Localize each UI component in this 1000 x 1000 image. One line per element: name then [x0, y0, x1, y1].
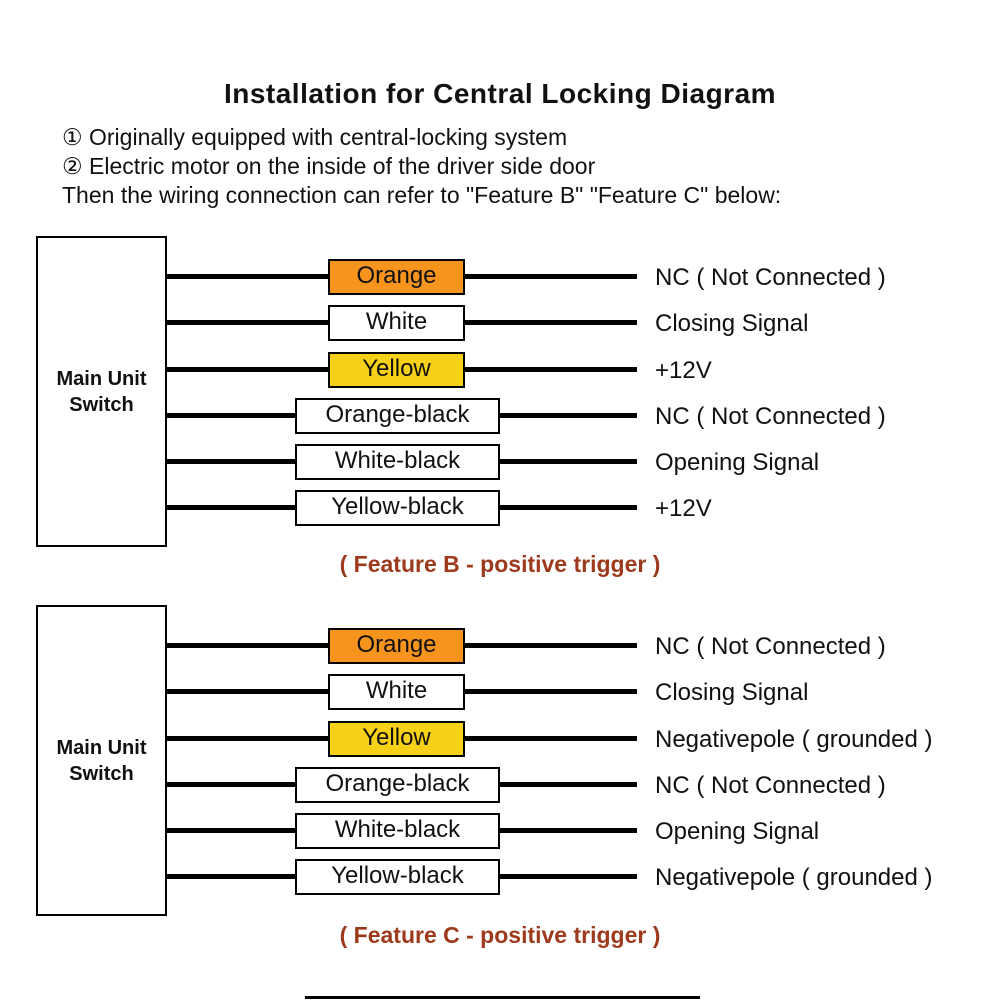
wire-line-left	[166, 413, 296, 418]
main-unit-label-line1: Main Unit	[56, 367, 147, 390]
wire-line-left	[166, 505, 296, 510]
wire-line-right	[499, 874, 637, 879]
wire-row-white: White Closing Signal	[0, 674, 1000, 710]
wire-color-box-white-black: White-black	[295, 444, 500, 480]
wire-line-right	[464, 736, 637, 741]
signal-label: Opening Signal	[655, 449, 820, 476]
wire-row-orange: Orange NC ( Not Connected )	[0, 628, 1000, 664]
bottom-edge-line	[305, 996, 700, 999]
feature-c-caption: ( Feature C - positive trigger )	[339, 922, 661, 948]
wire-line-right	[464, 689, 637, 694]
note-line-1: ① Originally equipped with central-locki…	[62, 124, 568, 150]
wire-row-yellow: Yellow +12V	[0, 352, 1000, 388]
instruction-notes: ① Originally equipped with central-locki…	[62, 123, 781, 210]
wire-line-right	[464, 320, 637, 325]
wire-color-box-orange: Orange	[328, 259, 465, 295]
wire-line-left	[166, 459, 296, 464]
signal-label: NC ( Not Connected )	[655, 403, 886, 430]
main-unit-label-line2: Switch	[69, 762, 134, 785]
wire-line-right	[499, 459, 637, 464]
wire-line-right	[499, 782, 637, 787]
wire-row-yellow: Yellow Negativepole ( grounded )	[0, 721, 1000, 757]
signal-label: NC ( Not Connected )	[655, 633, 886, 660]
wire-color-box-yellow: Yellow	[328, 721, 465, 757]
wire-line-right	[499, 505, 637, 510]
wire-line-left	[166, 643, 329, 648]
wire-row-white-black: White-black Opening Signal	[0, 813, 1000, 849]
wire-row-orange-black: Orange-black NC ( Not Connected )	[0, 398, 1000, 434]
signal-label: NC ( Not Connected )	[655, 772, 886, 799]
wire-color-box-yellow: Yellow	[328, 352, 465, 388]
main-unit-switch-box: Main Unit Switch	[36, 236, 167, 547]
main-unit-label-line2: Switch	[69, 393, 134, 416]
wire-line-left	[166, 736, 329, 741]
wire-line-left	[166, 828, 296, 833]
wire-row-orange: Orange NC ( Not Connected )	[0, 259, 1000, 295]
wire-line-right	[499, 828, 637, 833]
main-unit-switch-box: Main Unit Switch	[36, 605, 167, 916]
wire-row-yellow-black: Yellow-black Negativepole ( grounded )	[0, 859, 1000, 895]
wire-row-orange-black: Orange-black NC ( Not Connected )	[0, 767, 1000, 803]
wire-line-left	[166, 320, 329, 325]
wire-color-box-yellow-black: Yellow-black	[295, 859, 500, 895]
page-title: Installation for Central Locking Diagram	[223, 78, 777, 109]
note-line-2: ② Electric motor on the inside of the dr…	[62, 153, 596, 179]
wire-line-left	[166, 689, 329, 694]
signal-label: Negativepole ( grounded )	[655, 864, 933, 891]
wire-color-box-white-black: White-black	[295, 813, 500, 849]
signal-label: Opening Signal	[655, 818, 820, 845]
wire-line-right	[464, 367, 637, 372]
signal-label: Closing Signal	[655, 310, 809, 337]
wire-color-box-white: White	[328, 305, 465, 341]
wire-color-box-white: White	[328, 674, 465, 710]
wire-line-left	[166, 367, 329, 372]
wire-line-left	[166, 782, 296, 787]
signal-label: Negativepole ( grounded )	[655, 726, 933, 753]
signal-label: +12V	[655, 495, 712, 522]
wire-color-box-orange-black: Orange-black	[295, 767, 500, 803]
wire-color-box-orange: Orange	[328, 628, 465, 664]
wire-line-right	[464, 274, 637, 279]
wire-row-white-black: White-black Opening Signal	[0, 444, 1000, 480]
note-line-3: Then the wiring connection can refer to …	[62, 182, 782, 208]
wire-row-white: White Closing Signal	[0, 305, 1000, 341]
signal-label: Closing Signal	[655, 679, 809, 706]
wire-row-yellow-black: Yellow-black +12V	[0, 490, 1000, 526]
signal-label: NC ( Not Connected )	[655, 264, 886, 291]
main-unit-label-line1: Main Unit	[56, 736, 147, 759]
wire-line-left	[166, 274, 329, 279]
wire-line-left	[166, 874, 296, 879]
feature-b-caption: ( Feature B - positive trigger )	[339, 551, 661, 577]
wire-color-box-yellow-black: Yellow-black	[295, 490, 500, 526]
signal-label: +12V	[655, 357, 712, 384]
wire-color-box-orange-black: Orange-black	[295, 398, 500, 434]
wire-line-right	[499, 413, 637, 418]
wire-line-right	[464, 643, 637, 648]
